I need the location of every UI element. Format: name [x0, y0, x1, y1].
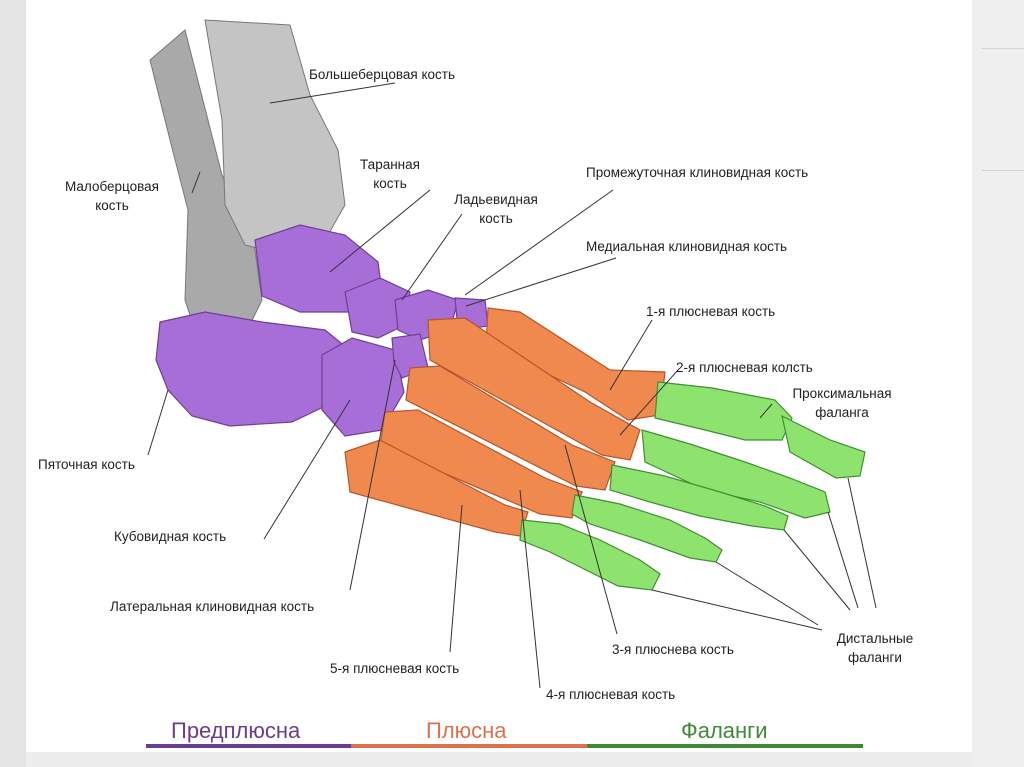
toe-2-phalanges: [641, 429, 831, 519]
left-margin: [0, 0, 26, 767]
toe-1-distal-phalanx: [781, 414, 866, 479]
label-tibia: Большеберцовая кость: [309, 67, 455, 82]
label-talus-line-2: кость: [373, 176, 407, 191]
label-distal-phalanges: Дистальные фаланги: [820, 629, 930, 667]
leader-lines: [147, 82, 877, 689]
label-navicular-line-1: Ладьевидная: [454, 192, 538, 207]
label-navicular: Ладьевидная кость: [446, 190, 546, 228]
legend-bar-tarsus: [146, 744, 351, 748]
decor-line: [982, 170, 1024, 171]
foot-skeleton-illustration: [147, 19, 877, 689]
label-navicular-line-2: кость: [479, 211, 513, 226]
label-fibula-line-1: Малоберцовая: [65, 179, 159, 194]
slide: Большеберцовая кость Малоберцовая кость …: [26, 0, 972, 752]
label-proximal-phalanx: Проксимальная фаланга: [772, 384, 912, 422]
label-fibula-line-2: кость: [95, 198, 129, 213]
metatarsal-2-bone: [427, 317, 641, 461]
toe-1-proximal-phalanx: [654, 381, 793, 441]
legend-bar-metatarsus: [351, 744, 587, 748]
label-fibula: Малоберцовая кость: [53, 177, 171, 215]
legend-tarsus: Предплюсна: [171, 718, 301, 743]
label-metatarsal-4: 4-я плюсневая кость: [546, 687, 676, 702]
label-metatarsal-3: 3-я плюснева кость: [612, 642, 734, 657]
label-proximal-phalanx-line-1: Проксимальная: [792, 386, 892, 401]
label-cuboid: Кубовидная кость: [114, 529, 227, 544]
label-distal-phalanges-line-1: Дистальные: [836, 631, 914, 646]
label-talus-line-1: Таранная: [360, 157, 420, 172]
legend-bar-phalanges: [587, 744, 863, 748]
legend-metatarsus: Плюсна: [426, 718, 507, 743]
leg-bones: [149, 19, 346, 346]
label-lateral-cuneiform: Латеральная клиновидная кость: [110, 599, 315, 614]
label-metatarsal-1: 1-я плюсневая кость: [646, 304, 776, 319]
label-calcaneus: Пяточная кость: [38, 457, 135, 472]
metatarsal-bones: [344, 307, 666, 537]
label-metatarsal-2: 2-я плюсневая колсть: [676, 360, 813, 375]
label-medial-cuneiform: Медиальная клиновидная кость: [586, 239, 788, 254]
label-talus: Таранная кость: [350, 155, 430, 193]
label-metatarsal-5: 5-я плюсневая кость: [330, 661, 460, 676]
legend-phalanges: Фаланги: [681, 718, 768, 743]
label-intermediate-cuneiform: Промежуточная клиновидная кость: [586, 165, 809, 180]
calcaneus-bone: [155, 311, 353, 427]
label-proximal-phalanx-line-2: фаланга: [815, 405, 869, 420]
right-margin: [972, 0, 1024, 767]
label-distal-phalanges-line-2: фаланги: [848, 650, 902, 665]
phalanx-bones: [519, 381, 866, 591]
decor-line: [982, 48, 1024, 49]
metatarsal-3-bone: [405, 365, 616, 491]
